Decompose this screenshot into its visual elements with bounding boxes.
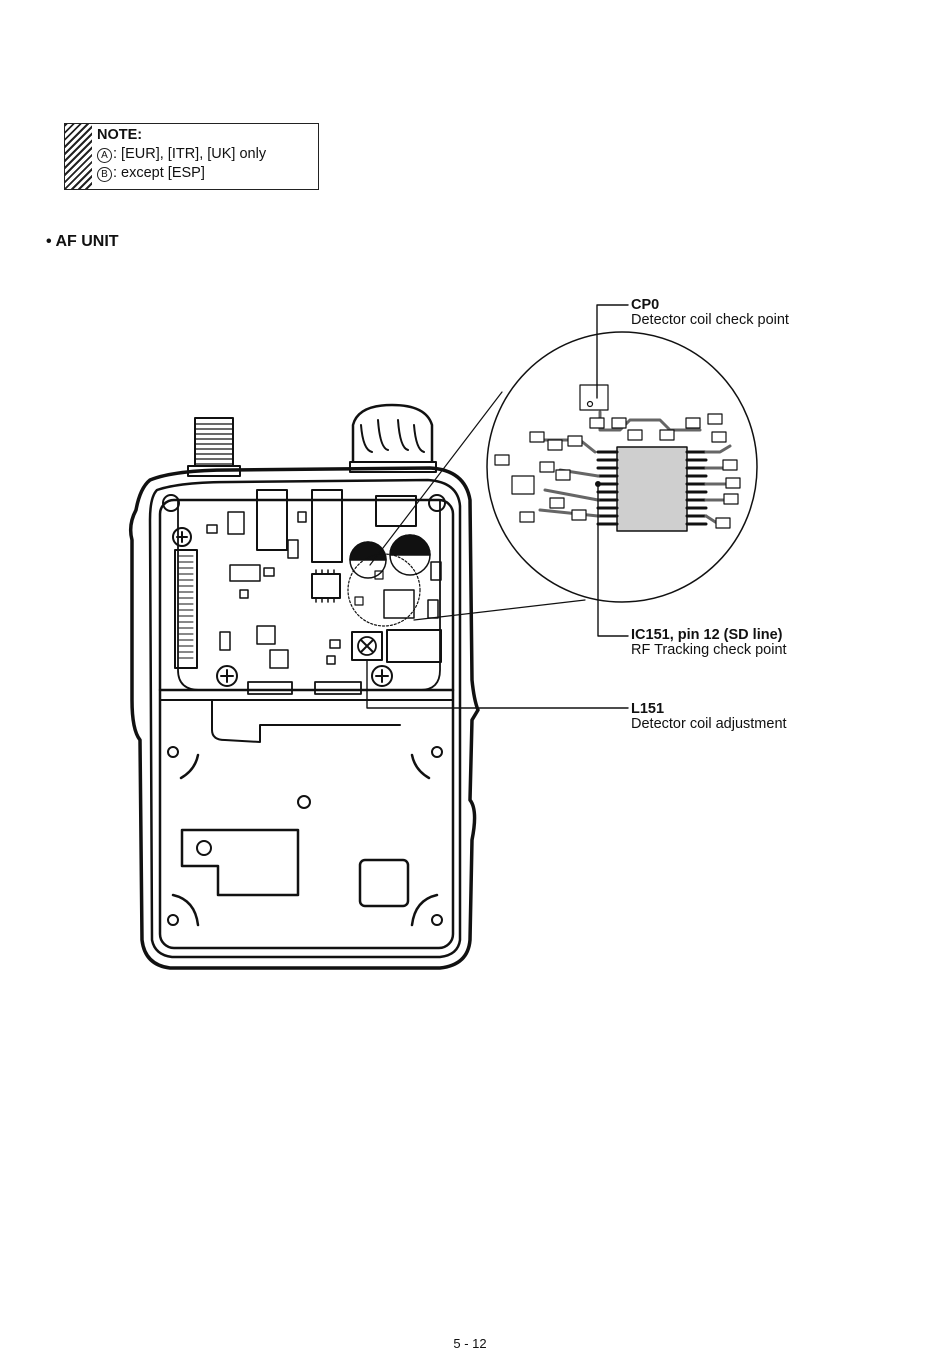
callout-l151: L151 Detector coil adjustment [631, 702, 787, 732]
section-heading: • AF UNIT [46, 233, 119, 250]
projection-lines [369, 391, 586, 621]
note-hatch-pattern [65, 124, 92, 189]
circled-b-symbol: B [97, 167, 112, 182]
page-number: 5 - 12 [453, 1336, 487, 1351]
note-item-b: B: except [ESP] [97, 164, 266, 183]
callout-l151-title: L151 [631, 701, 665, 717]
note-item-a: A: [EUR], [ITR], [UK] only [97, 145, 266, 164]
callout-cp0-title: CP0 [631, 297, 660, 313]
note-content: NOTE: A: [EUR], [ITR], [UK] only B: exce… [97, 126, 266, 183]
note-item-a-text: : [EUR], [ITR], [UK] only [113, 146, 267, 162]
note-box: NOTE: A: [EUR], [ITR], [UK] only B: exce… [64, 123, 319, 190]
pcb-board [158, 489, 455, 743]
note-title: NOTE: [97, 127, 143, 143]
callout-cp0: CP0 Detector coil check point [631, 298, 789, 328]
callout-ic151-title: IC151, pin 12 (SD line) [631, 627, 783, 643]
callout-l151-description: Detector coil adjustment [631, 716, 787, 732]
callout-ic151-description: RF Tracking check point [631, 642, 787, 658]
control-knob [349, 403, 437, 473]
callout-cp0-description: Detector coil check point [631, 312, 789, 328]
case-details [167, 746, 443, 927]
callout-leaders [366, 304, 629, 709]
note-item-b-text: : except [ESP] [113, 165, 205, 181]
circled-a-symbol: A [97, 148, 112, 163]
magnified-detail [486, 331, 758, 603]
antenna-connector [187, 417, 241, 477]
callout-ic151: IC151, pin 12 (SD line) RF Tracking chec… [631, 628, 787, 658]
